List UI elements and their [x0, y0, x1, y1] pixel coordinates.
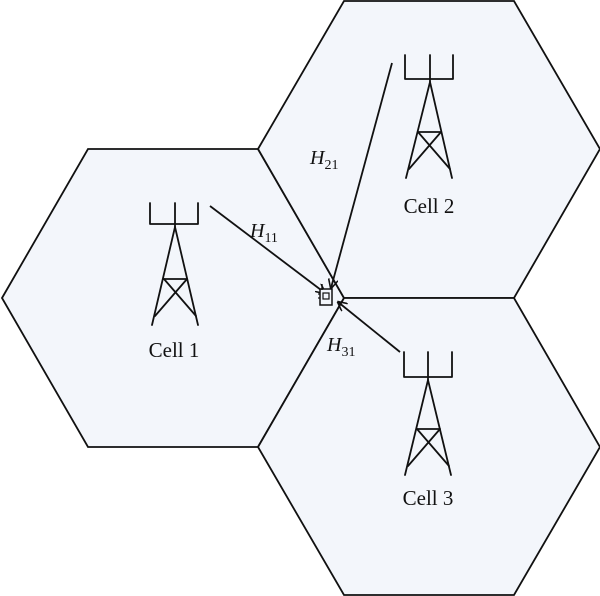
channel-label-h31: H31 [326, 334, 355, 360]
link-h31 [338, 302, 401, 353]
channel-h21-subscript: 21 [324, 158, 338, 173]
channel-h11-subscript: 11 [264, 231, 277, 246]
cell-1-label: Cell 1 [149, 338, 200, 362]
cell-1-tower-icon [149, 202, 199, 326]
user-device-icon [318, 284, 333, 306]
cell-2-label: Cell 2 [404, 194, 455, 218]
cell-3-tower-icon [403, 351, 453, 476]
channel-h21-symbol: H [309, 147, 326, 169]
channel-label-h11: H11 [249, 220, 278, 246]
channel-h31-subscript: 31 [341, 345, 355, 360]
cell-2-tower-icon [404, 54, 454, 179]
link-h21 [331, 62, 393, 288]
channel-h31-symbol: H [326, 334, 343, 356]
link-h11 [209, 205, 325, 293]
channel-h11-symbol: H [249, 220, 266, 242]
cell-3-hexagon [256, 297, 600, 596]
channel-label-h21: H21 [309, 147, 338, 173]
cell-3-label: Cell 3 [403, 486, 454, 510]
